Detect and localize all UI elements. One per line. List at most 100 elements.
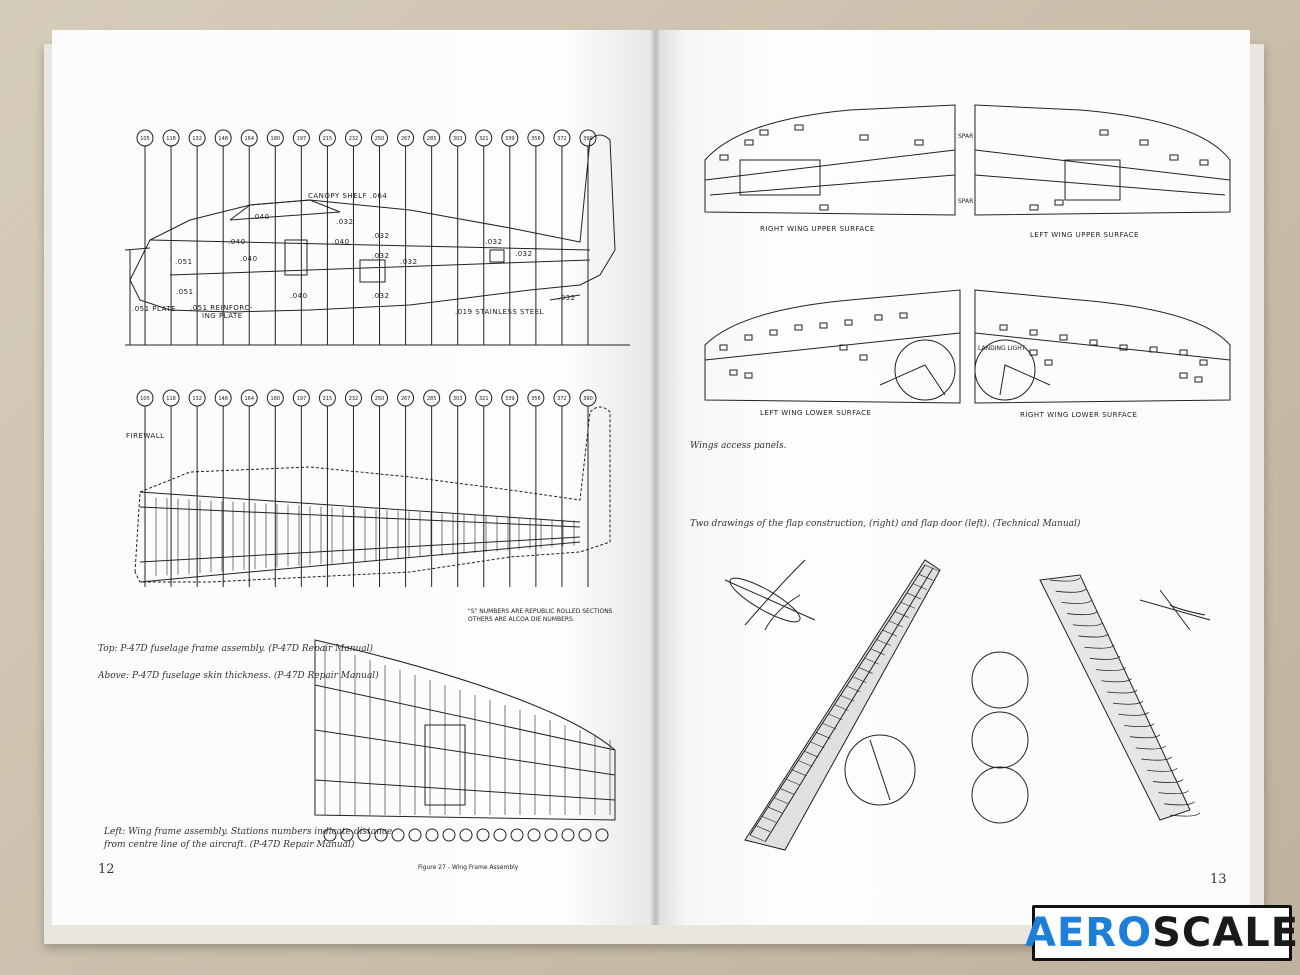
wing-frame-title: Figure 27 - Wing Frame Assembly xyxy=(418,864,519,871)
access-panel xyxy=(899,312,908,319)
wing-station-marker xyxy=(442,828,456,842)
access-panel xyxy=(759,129,769,136)
thickness-label: .032 xyxy=(372,252,390,260)
thickness-label: .040 xyxy=(252,213,270,221)
wing-lower-svg xyxy=(704,289,1231,404)
spar-label: SPAR xyxy=(958,133,974,140)
wing-upper-surfaces: RIGHT WING UPPER SURFACE LEFT WING UPPER… xyxy=(700,100,1240,245)
wing-station-marker xyxy=(408,828,422,842)
caption-above: Above: P-47D fuselage skin thickness. (P… xyxy=(98,671,379,681)
access-panel xyxy=(744,139,754,146)
station-number: 105 xyxy=(140,396,150,402)
access-panel xyxy=(844,319,853,326)
wing-station-marker xyxy=(391,828,405,842)
station-number: 148 xyxy=(218,396,228,402)
station-number: 132 xyxy=(192,396,202,402)
left-wing-lower-label: LEFT WING LOWER SURFACE xyxy=(760,409,872,417)
access-panel xyxy=(859,354,868,361)
station-number: 164 xyxy=(244,136,254,142)
access-panel xyxy=(719,344,728,351)
left-page xyxy=(52,30,656,925)
access-panel xyxy=(999,324,1008,331)
station-number: 105 xyxy=(140,136,150,142)
station-number: 390 xyxy=(583,136,593,142)
access-panel xyxy=(1089,339,1098,346)
wing-frame-svg xyxy=(314,639,616,842)
wing-station-marker xyxy=(544,828,558,842)
wing-station-marker xyxy=(340,828,354,842)
access-panel xyxy=(1059,334,1068,341)
access-panel xyxy=(1139,139,1149,146)
access-panel xyxy=(839,344,848,351)
thickness-label: .051 xyxy=(175,258,193,266)
section-note-2: OTHERS ARE ALCOA DIE NUMBERS. xyxy=(468,616,575,623)
station-number: 250 xyxy=(375,396,385,402)
page-number-right: 13 xyxy=(1210,872,1227,887)
wing-station-marker xyxy=(510,828,524,842)
stainless-steel-label: .019 STAINLESS STEEL xyxy=(455,308,544,316)
station-number: 372 xyxy=(557,136,567,142)
station-number: 148 xyxy=(218,136,228,142)
thickness-label: .032 xyxy=(372,292,390,300)
right-wing-lower-label: RIGHT WING LOWER SURFACE xyxy=(1020,411,1138,419)
access-panel xyxy=(1054,199,1064,206)
left-wing-upper-label: LEFT WING UPPER SURFACE xyxy=(1030,231,1139,239)
station-number: 180 xyxy=(271,136,281,142)
station-number: 215 xyxy=(323,396,333,402)
station-number: 232 xyxy=(349,396,359,402)
reinforcing-label-2: ING PLATE xyxy=(202,312,243,320)
station-number: 321 xyxy=(479,396,489,402)
wing-station-marker xyxy=(357,828,371,842)
wing-frame-drawing: Figure 27 - Wing Frame Assembly xyxy=(300,630,630,875)
access-panel xyxy=(1194,376,1203,383)
station-number: 197 xyxy=(297,396,307,402)
access-panel xyxy=(744,372,753,379)
access-panel xyxy=(1179,349,1188,356)
station-number: 118 xyxy=(166,396,176,402)
access-panel xyxy=(859,134,869,141)
access-panel xyxy=(1179,372,1188,379)
logo-text-scale: SCALE xyxy=(1152,910,1300,956)
thickness-label: .040 xyxy=(228,238,246,246)
caption-left-line1: Left: Wing frame assembly. Stations numb… xyxy=(104,827,393,837)
page-number-left: 12 xyxy=(98,862,115,877)
access-panel xyxy=(729,369,738,376)
wing-station-marker xyxy=(323,828,337,842)
access-panel xyxy=(819,322,828,329)
thickness-label: .032 xyxy=(515,250,533,258)
access-panel xyxy=(1044,359,1053,366)
canopy-shelf-label: CANOPY SHELF .064 xyxy=(308,192,388,200)
thickness-label: .032 xyxy=(372,232,390,240)
access-panel xyxy=(819,204,829,211)
caption-flaps: Two drawings of the flap construction, (… xyxy=(690,519,1081,529)
station-number: 303 xyxy=(453,396,463,402)
wing-station-marker xyxy=(561,828,575,842)
station-number: 132 xyxy=(192,136,202,142)
spar-label: SPAR xyxy=(958,198,974,205)
right-page xyxy=(656,30,1250,925)
wing-station-marker xyxy=(476,828,490,842)
caption-top: Top: P-47D fuselage frame assembly. (P-4… xyxy=(98,644,374,654)
wing-upper-svg xyxy=(704,104,1231,216)
station-number: 164 xyxy=(244,396,254,402)
section-note-1: "S" NUMBERS ARE REPUBLIC ROLLED SECTIONS xyxy=(468,608,613,615)
access-panel xyxy=(794,324,803,331)
flap-construction-svg xyxy=(971,574,1211,824)
thickness-label: .032 xyxy=(336,218,354,226)
landing-light-label: LANDING LIGHT xyxy=(978,345,1026,352)
thickness-label: .040 xyxy=(332,238,350,246)
wing-lower-surfaces: LEFT WING LOWER SURFACE RIGHT WING LOWER… xyxy=(700,285,1240,425)
station-number: 372 xyxy=(557,396,567,402)
flap-construction-drawing xyxy=(960,560,1230,840)
caption-left-line2: from centre line of the aircraft. (P-47D… xyxy=(104,840,355,850)
thickness-label: .032 xyxy=(400,258,418,266)
access-panel xyxy=(769,329,778,336)
reinforcing-label-1: .051 REINFORC- xyxy=(190,304,253,312)
access-panel xyxy=(794,124,804,131)
station-number: 321 xyxy=(479,136,489,142)
page-spine xyxy=(650,30,660,925)
access-panel xyxy=(1029,329,1038,336)
